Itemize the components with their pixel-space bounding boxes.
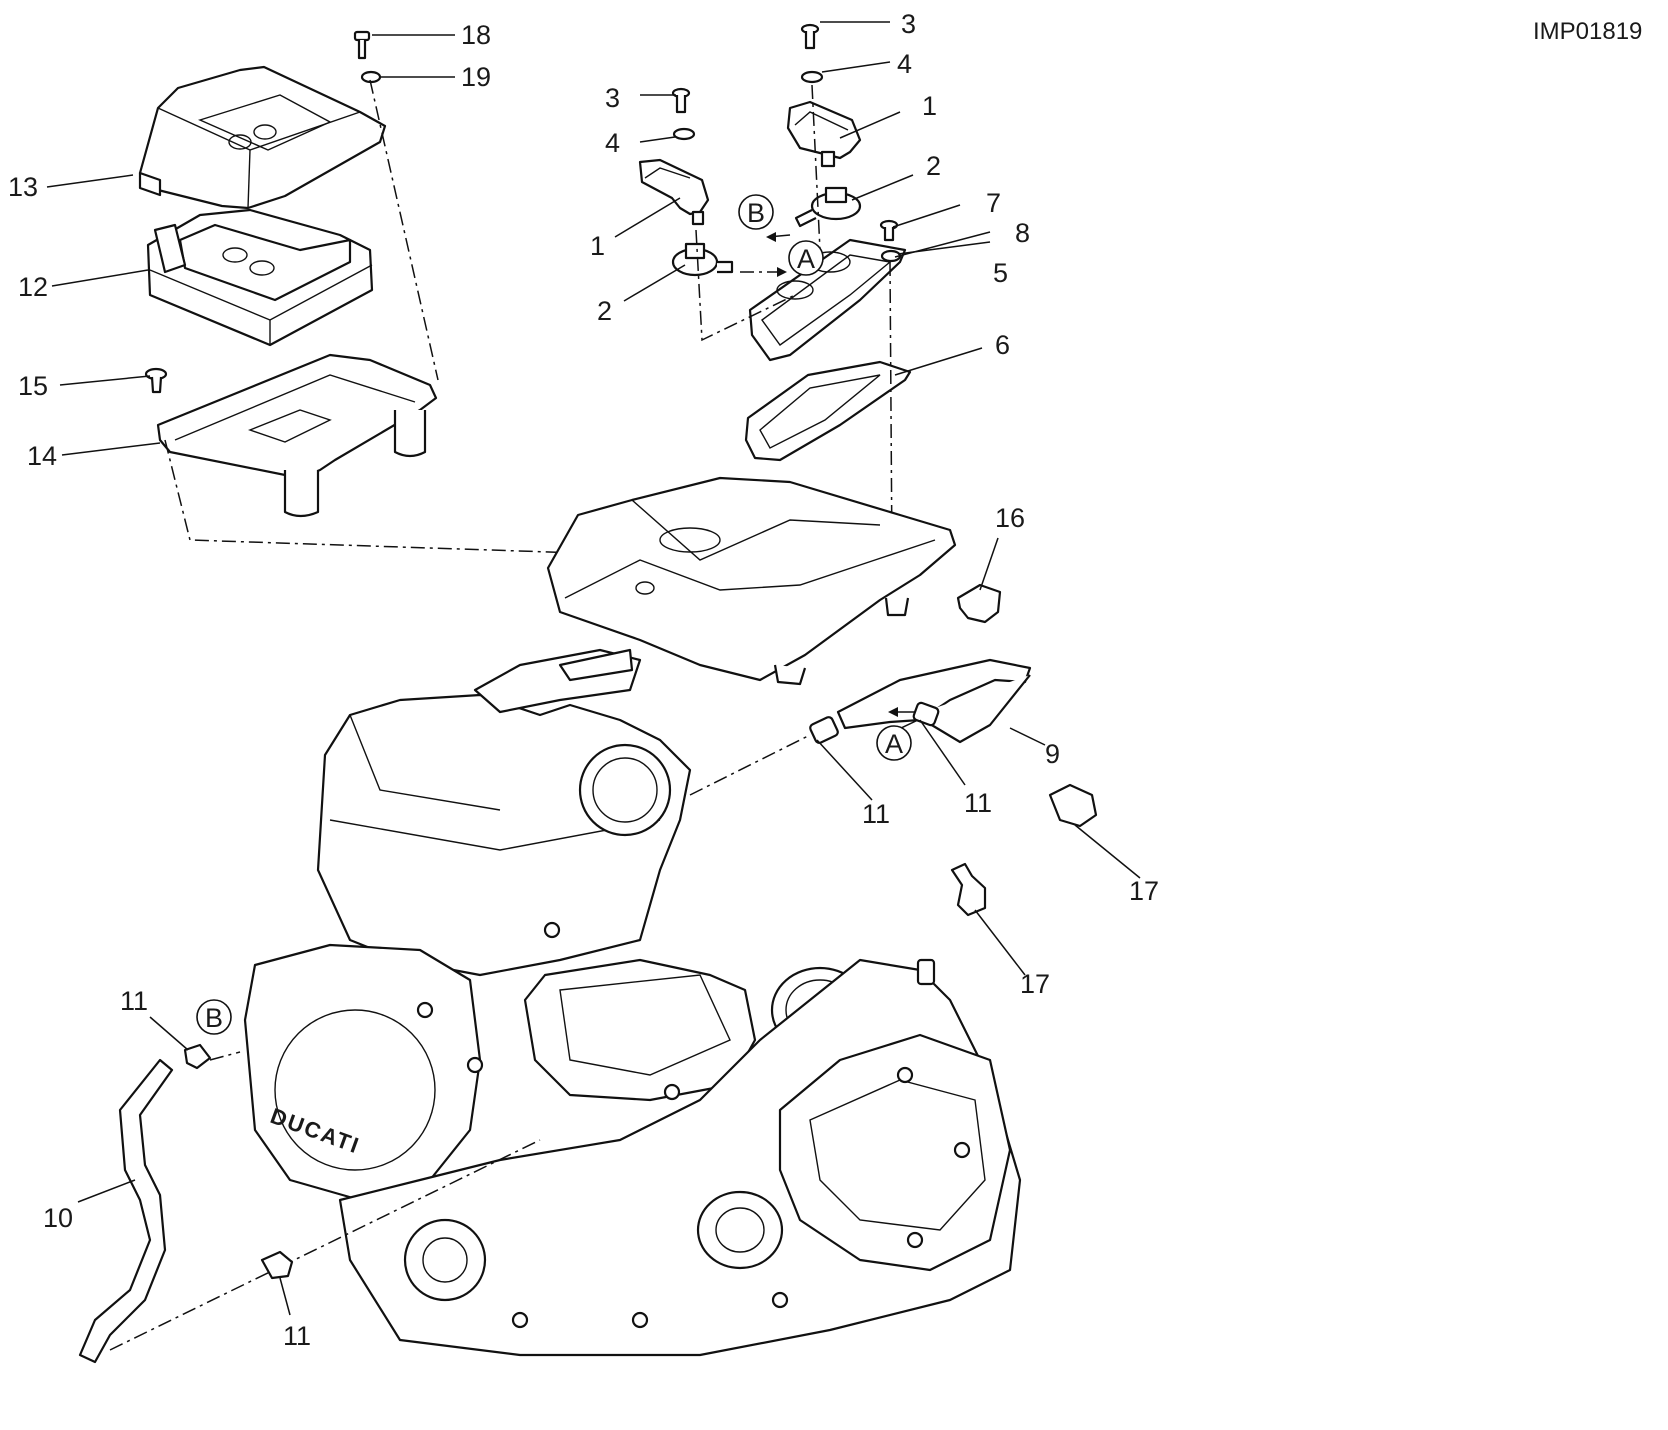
hose-10 [78,1043,212,1364]
callout-2-right: 2 [926,151,941,181]
callout-1-right: 1 [922,91,937,121]
engine-block [243,648,1022,1357]
callout-12: 12 [18,272,48,302]
washer-4-right [800,70,824,84]
callout-2-left: 2 [597,296,612,326]
screw-15 [144,367,168,394]
svg-text:A: A [885,729,903,759]
svg-text:A: A [797,244,815,274]
gasket [744,360,912,462]
ecu-cover [138,65,387,210]
callout-18: 18 [461,20,491,50]
washer-19 [360,70,382,84]
reference-a-hose: A [876,725,912,761]
ecu-unit [146,208,374,347]
assembly-line [164,439,641,556]
callout-11-bottom: 11 [283,1321,311,1351]
clip-17-upper [1048,783,1098,828]
callout-11-hose-right: 11 [964,788,992,818]
screw-7 [879,219,899,242]
arrow-head [888,707,898,717]
leader-lines [46,21,1141,1316]
reference-b-top: B [738,194,774,230]
assembly-line [889,261,893,561]
screw-18 [353,30,371,60]
callout-10: 10 [43,1203,73,1233]
assembly-line [109,1139,541,1351]
sensor-right [786,100,862,228]
callout-8: 8 [1015,218,1030,248]
callout-5: 5 [993,258,1008,288]
arrow-head [766,232,776,242]
callout-7: 7 [986,188,1001,218]
reference-a-top: A [788,240,824,276]
callout-19: 19 [461,62,491,92]
callout-11-hose-left: 11 [862,799,890,829]
callout-3-left: 3 [605,83,620,113]
callout-17-right: 17 [1129,876,1159,906]
assembly-line [811,84,821,251]
callout-13: 13 [8,172,38,202]
arrow-head [777,267,787,277]
callout-15: 15 [18,371,48,401]
assembly-line [369,79,439,381]
callout-11-engine: 11 [120,986,148,1016]
callout-6: 6 [995,330,1010,360]
callout-1-left: 1 [590,231,605,261]
callout-17-lower: 17 [1020,969,1050,999]
clip-17-lower [950,862,987,917]
callout-labels: 18 19 13 12 15 14 3 4 1 2 3 4 1 2 7 8 5 … [8,9,1159,1351]
callout-14: 14 [27,441,57,471]
callout-4-right: 4 [897,49,912,79]
washer-4-left [672,127,696,141]
callout-3-right: 3 [901,9,916,39]
sensor-mounting-plate [748,238,907,362]
callout-16: 16 [995,503,1025,533]
svg-text:B: B [747,198,765,228]
clip-16 [956,583,1002,624]
ecu-bracket [156,353,438,518]
assembly-line [695,229,796,342]
sensor-left [638,158,734,277]
reference-b-engine: B [196,999,232,1035]
svg-text:B: B [205,1003,223,1033]
assembly-line [689,734,811,796]
callout-4-left: 4 [605,128,620,158]
screw-3-right [800,23,820,50]
screw-3-left [671,87,691,114]
airbox-cover [546,476,957,686]
drawing-code: IMP01819 [1533,18,1642,45]
assembly-line [209,1051,241,1061]
clip-11-lower [260,1250,294,1280]
hose-9 [809,658,1032,744]
callout-9: 9 [1045,739,1060,769]
